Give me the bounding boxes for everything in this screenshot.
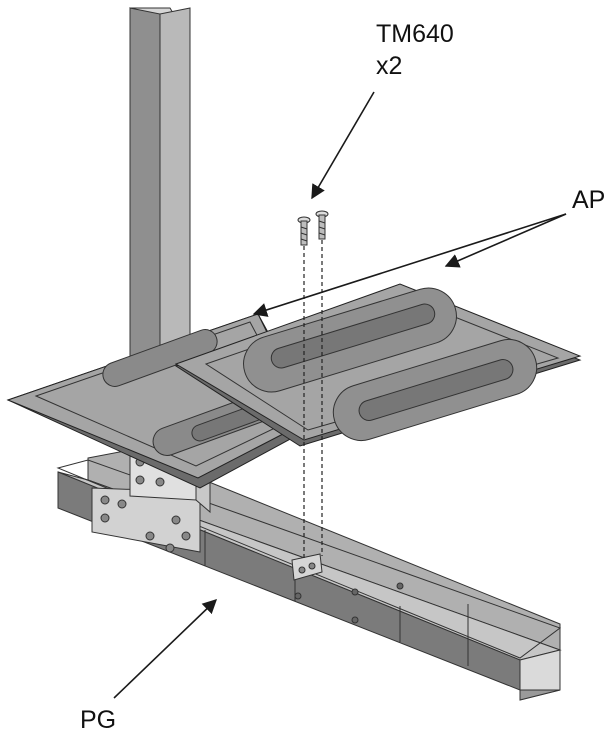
screw-icon <box>297 216 311 246</box>
rail-bolt <box>396 582 404 590</box>
rail-clip <box>291 553 323 581</box>
rail-label: PG <box>80 706 116 734</box>
right-plate <box>174 283 582 447</box>
leader-arrow-icon <box>252 213 567 317</box>
plate-label: AP <box>572 186 605 214</box>
screw-quantity-label: x2 <box>376 52 402 80</box>
leader-arrow-icon <box>113 599 218 699</box>
rail-bolt <box>351 616 359 624</box>
screw-icon <box>315 210 329 240</box>
rail-bolt <box>294 592 302 600</box>
leader-arrow-icon <box>444 213 567 268</box>
screw-part-label: TM640 <box>376 20 454 48</box>
rail-bolt <box>351 588 359 596</box>
leader-arrow-icon <box>311 91 375 200</box>
